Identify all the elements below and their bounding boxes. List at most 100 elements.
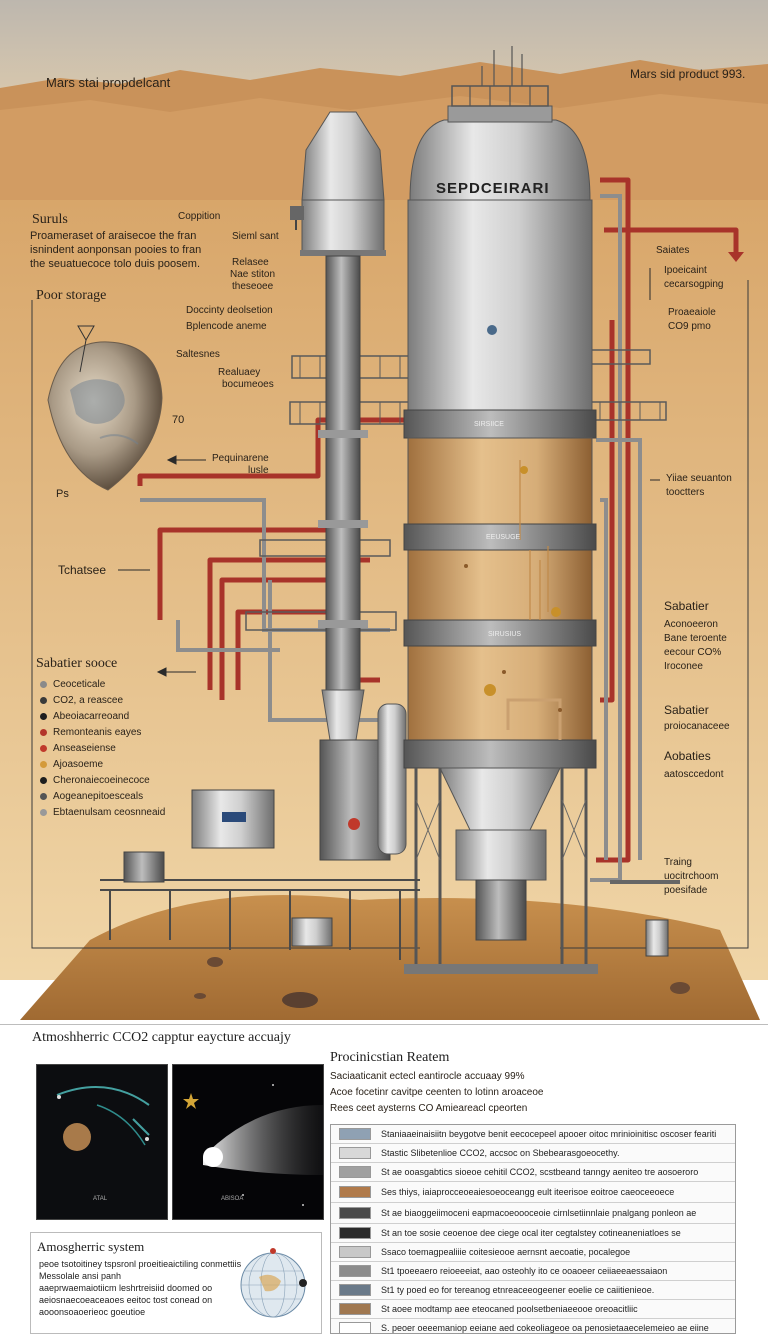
ipoeicaint-label-1: Ipoeicaint [664, 265, 707, 276]
sabatier-label-1: Sabatier [664, 599, 709, 613]
relasee-label-2: Nae stiton [230, 269, 276, 280]
tank-label: SEPDCEIRARI [436, 180, 550, 197]
legend-item: Ebtaenulsam ceosnneaid [40, 804, 180, 820]
spec-row-text: Ssaco toemagpealiiie coitesieooe aernsnt… [381, 1247, 631, 1257]
left-panel-desc-3: the seuatuecoce tolo duis poosem. [30, 258, 201, 270]
legend-item-label: Ajoasoeme [53, 758, 104, 770]
spec-row: St ae biaoggeiimoceni eapmacoeoooceoie c… [331, 1203, 735, 1224]
orbit-image-label: ATAL [93, 1196, 108, 1202]
legend-item-label: Ceoceticale [53, 678, 106, 690]
spec-row-text: S. peoer oeeemaniop eeiane aed cokeoliag… [381, 1323, 709, 1333]
atmospheric-system-title: Amosgherric system [37, 1239, 145, 1254]
legend-item-label: Ebtaenulsam ceosnneaid [53, 806, 166, 818]
title-left: Mars stai propdelcant [46, 75, 171, 90]
seventy-label: 70 [172, 414, 185, 426]
spec-row: St aoee modtamp aee eteocaned poolsetben… [331, 1300, 735, 1319]
atmospheric-system-box: Amosgherric system peoe tsotoitiney tsps… [30, 1232, 322, 1334]
spec-row-text: St ae biaoggeiimoceni eapmacoeoooceoie c… [381, 1208, 697, 1218]
aconoeeron-label-4: Iroconee [664, 661, 703, 672]
spec-swatch [339, 1147, 371, 1159]
saiates-label: Saiates [656, 245, 690, 256]
legend-dot-icon [40, 792, 47, 800]
spec-row-text: Staniaaeinaisiitn beygotve benit eecocep… [381, 1129, 717, 1139]
spec-swatch [339, 1284, 371, 1296]
legend-dot-icon [40, 712, 47, 720]
legend-item: Cheronaiecoeinecoce [40, 772, 180, 788]
tchatsee-label: Tchatsee [58, 563, 107, 577]
ps-label: Ps [56, 488, 69, 500]
spec-row-text: St1 ty poed eo for tereanog etnreaceeoge… [381, 1285, 655, 1295]
spec-row: St1 ty poed eo for tereanog etnreaceeoge… [331, 1281, 735, 1300]
legend-dot-icon [40, 808, 47, 816]
legend-dot-icon [40, 728, 47, 736]
realuaey-label-2: bocumeoes [222, 379, 274, 390]
aconoeeron-label-1: Aconoeeron [664, 619, 718, 630]
aconoeeron-label-3: eecour CO% [664, 647, 722, 658]
legend-item-label: Remonteanis eayes [53, 726, 142, 738]
relasee-label-3: theseoee [232, 281, 274, 292]
tank-band3-label: SIRUSIUS [488, 631, 522, 638]
bottom-headline: Atmoshherric CCO2 capptur eaycture accua… [32, 1030, 291, 1045]
spec-row: S. peoer oeeemaniop eeiane aed cokeoliag… [331, 1319, 735, 1337]
legend-item: Aogeanepitoesceals [40, 788, 180, 804]
bottom-divider [0, 1024, 768, 1025]
title-right: Mars sid product 993. [630, 67, 746, 81]
legend-dot-icon [40, 776, 47, 784]
legend-item: Anseaseiense [40, 740, 180, 756]
spec-row-text: Ses thiys, iaiaprocceoeaiesoeoceangg eul… [381, 1187, 675, 1197]
poor-storage-label: Poor storage [36, 288, 107, 303]
comet-image: ABISOA [172, 1064, 324, 1220]
spec-row: Ssaco toemagpealiiie coitesieooe aernsnt… [331, 1243, 735, 1262]
legend-dot-icon [40, 696, 47, 704]
spec-swatch [339, 1128, 371, 1140]
proiocanaceee-label: proiocanaceee [664, 721, 730, 732]
spec-row-text: Stastic Slibetenlioe CCO2, accsoc on Sbe… [381, 1148, 620, 1158]
aobaties-label: Aobaties [664, 749, 711, 763]
spec-row: St ae ooasgabtics sioeoe cehitil CCO2, s… [331, 1163, 735, 1182]
pequinarene-label-1: Pequinarene [212, 453, 269, 464]
legend-item: CO2, a reascee [40, 692, 180, 708]
comet-image-label: ABISOA [221, 1196, 244, 1202]
facility-illustration [0, 0, 768, 1020]
atmospheric-bullets: peoe tsotoitiney tspsronl proeitieaictil… [39, 1259, 241, 1319]
spec-swatch [339, 1186, 371, 1198]
left-panel-title: Suruls [32, 212, 68, 227]
left-panel-desc-2: isnindent aonponsan pooies to fran [30, 244, 202, 256]
legend-item-label: Anseaseiense [53, 742, 116, 754]
process-line-1: Saciaaticanit ectecl eantirocle accuaay … [330, 1071, 525, 1082]
atmospheric-bullet: aaeprwaemaiotiicm leshrtreisiid doomed o… [39, 1283, 213, 1293]
spec-row-text: St aoee modtamp aee eteocaned poolsetben… [381, 1304, 638, 1314]
legend-dot-icon [40, 744, 47, 752]
sieml-sant-label: Sieml sant [232, 231, 279, 242]
legend-item-label: CO2, a reascee [53, 694, 124, 706]
spec-row: St an toe sosie ceoenoe dee ciege ocal i… [331, 1224, 735, 1243]
spec-swatch [339, 1265, 371, 1277]
saltesnes-label: Saltesnes [176, 349, 220, 360]
process-title: Procinicstian Reatem [330, 1050, 450, 1065]
tank-band1-label: SIRSIICE [474, 421, 504, 428]
legend-item: Ajoasoeme [40, 756, 180, 772]
spec-table: Staniaaeinaisiitn beygotve benit eecocep… [330, 1124, 736, 1334]
spec-swatch [339, 1166, 371, 1178]
legend-dot-icon [40, 760, 47, 768]
legend-item-label: Cheronaiecoeinecoce [53, 774, 150, 786]
comet-icon [183, 1084, 323, 1206]
spec-row: Stastic Slibetenlioe CCO2, accsoc on Sbe… [331, 1144, 735, 1163]
atmospheric-bullet: Messolale ansi panh [39, 1271, 122, 1281]
spec-swatch [339, 1227, 371, 1239]
yiiae-label-1: Yiiae seuanton [666, 473, 732, 484]
left-panel-desc-1: Proameraset of araisecoe the fran [30, 230, 197, 242]
legend-item-label: Abeoiacarreoand [53, 710, 130, 722]
legend-dot-icon [40, 680, 47, 688]
legend-item: Remonteanis eayes [40, 724, 180, 740]
globe-grid-icon [240, 1248, 307, 1318]
spec-row-text: St ae ooasgabtics sioeoe cehitil CCO2, s… [381, 1167, 699, 1177]
relasee-label-1: Relasee [232, 257, 269, 268]
aconoeeron-label-2: Bane teroente [664, 633, 727, 644]
pequinarene-label-2: lusle [248, 465, 269, 476]
sabatier-source-label: Sabatier sooce [36, 656, 118, 671]
sabatier-label-2: Sabatier [664, 703, 709, 717]
legend-item-label: Aogeanepitoesceals [53, 790, 144, 802]
proaeaiole-label-2: CO9 pmo [668, 321, 711, 332]
